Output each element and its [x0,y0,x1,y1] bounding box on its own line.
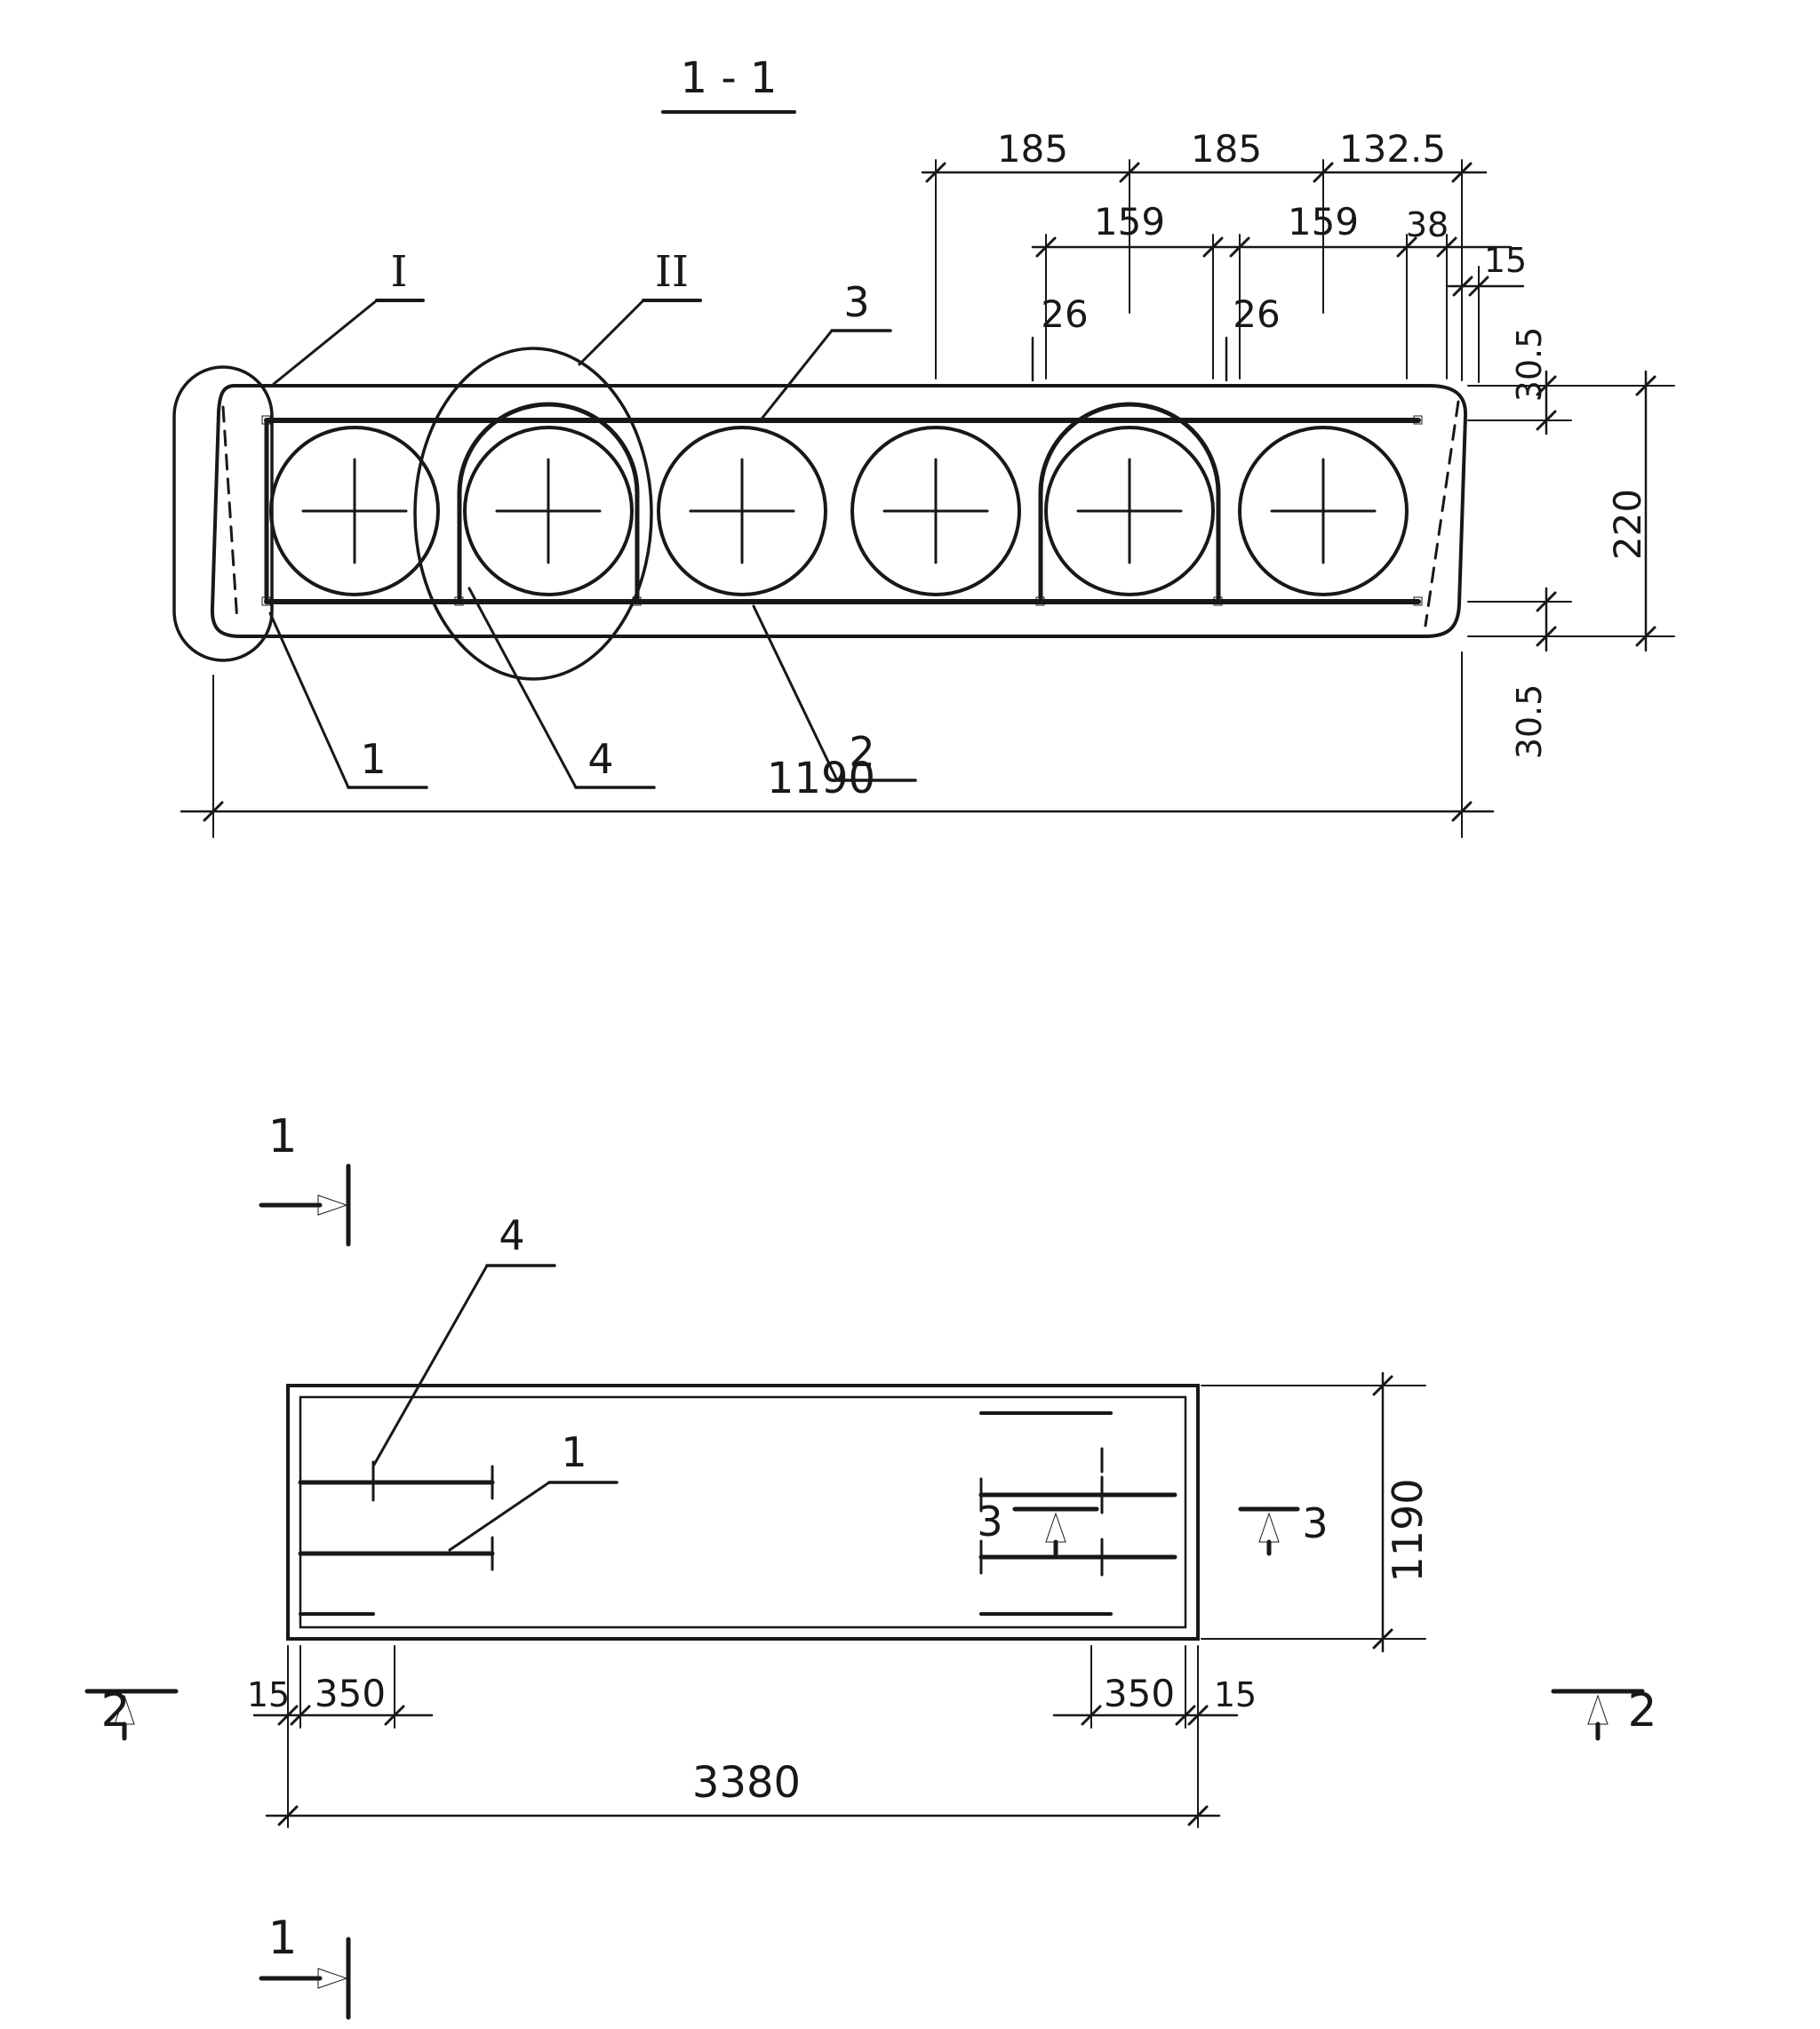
view-title: 1 - 1 [681,53,778,103]
dimension-width-1190: 1190 [180,651,1495,838]
plan-outer-edge [286,1384,1200,1641]
left-key-hidden-line [221,405,239,624]
dimension-row-2: 159 159 38 15 [1031,200,1527,383]
plan-view: 4 1 1 1 2 2 3 [84,1110,1657,2020]
cut-mark-1-top: 1 [267,1110,297,1163]
dim-185-a: 185 [997,127,1068,171]
detail-I-boundary [172,365,274,662]
callout-3: 3 [843,278,869,326]
plan-callout-1-leader [448,1481,551,1552]
reinforcement [261,402,1423,606]
core-circle [1044,426,1215,596]
dim-220: 220 [1606,489,1649,560]
detail-boundaries [172,347,653,681]
plan-dimension-row-1: 15 350 350 15 [247,1645,1257,1828]
detail-II-boundary [413,347,653,681]
plan-inner-edge [299,1395,1187,1629]
dim-30-5-top: 30.5 [1510,327,1549,403]
plan-dimension-width: 1190 [1201,1371,1432,1653]
section-cut-marks: 1 1 2 2 3 3 [84,1110,1657,2020]
dim-26-b: 26 [1233,292,1280,336]
slab-outline [210,384,1468,638]
core-circle [1238,426,1409,596]
core-circle [463,426,634,596]
lifting-loop-left [457,402,640,604]
dim-350-left: 350 [315,1672,386,1715]
dim-26-a: 26 [1041,292,1088,336]
cut-mark-1-bottom: 1 [267,1912,297,1965]
core-circle [657,426,827,596]
hollow-cores [269,426,1409,596]
dim-132-5: 132.5 [1339,127,1446,171]
plan-reinforcement [298,1411,1177,1616]
dim-15: 15 [1484,241,1527,280]
dimension-right-vertical: 30.5 220 30.5 [1467,327,1675,760]
dim-1190-section: 1190 [767,754,875,803]
dimension-row-1: 185 185 132.5 [921,127,1488,381]
dimension-gaps-26: 26 26 [1031,292,1281,382]
dim-159-a: 159 [1094,200,1165,244]
callout-4-leader [467,587,578,789]
plan-callout-4: 4 [499,1211,524,1259]
callout-2: 2 [849,728,874,776]
callout-1: 1 [360,735,386,783]
dim-30-5-bottom: 30.5 [1510,684,1549,760]
lifting-loop-right [1038,402,1221,604]
right-key-hidden-line [1424,400,1460,627]
callout-4: 4 [587,735,613,783]
plan-callout-1: 1 [561,1428,587,1476]
detail-markers: I II [272,247,702,386]
detail-I-leader [272,299,379,386]
plan-callout-4-leader [372,1264,489,1466]
plan-callouts: 4 1 [372,1211,619,1552]
dim-159-b: 159 [1288,200,1359,244]
detail-marker-I: I [391,247,408,297]
plan-outline [286,1384,1200,1641]
dim-350-right: 350 [1104,1672,1175,1715]
plan-dimension-length: 3380 [265,1758,1221,1826]
dim-185-b: 185 [1191,127,1262,171]
dim-1190-plan: 1190 [1384,1478,1432,1582]
core-circle [850,426,1021,596]
callout-3-leader [761,329,834,419]
detail-II-leader [578,299,645,366]
callout-2-leader [752,604,839,782]
dim-3380: 3380 [692,1758,801,1808]
dim-38: 38 [1406,205,1449,244]
cut-mark-3-inner: 3 [977,1498,1002,1546]
dim-15-right: 15 [1214,1675,1257,1714]
detail-marker-II: II [655,247,689,297]
cross-section-view: 1 - 1 [172,53,1675,838]
cut-mark-3-outer: 3 [1302,1499,1328,1547]
section-callouts: 3 1 4 2 [268,278,917,789]
callout-1-leader [268,611,350,789]
dim-15-left: 15 [247,1675,290,1714]
